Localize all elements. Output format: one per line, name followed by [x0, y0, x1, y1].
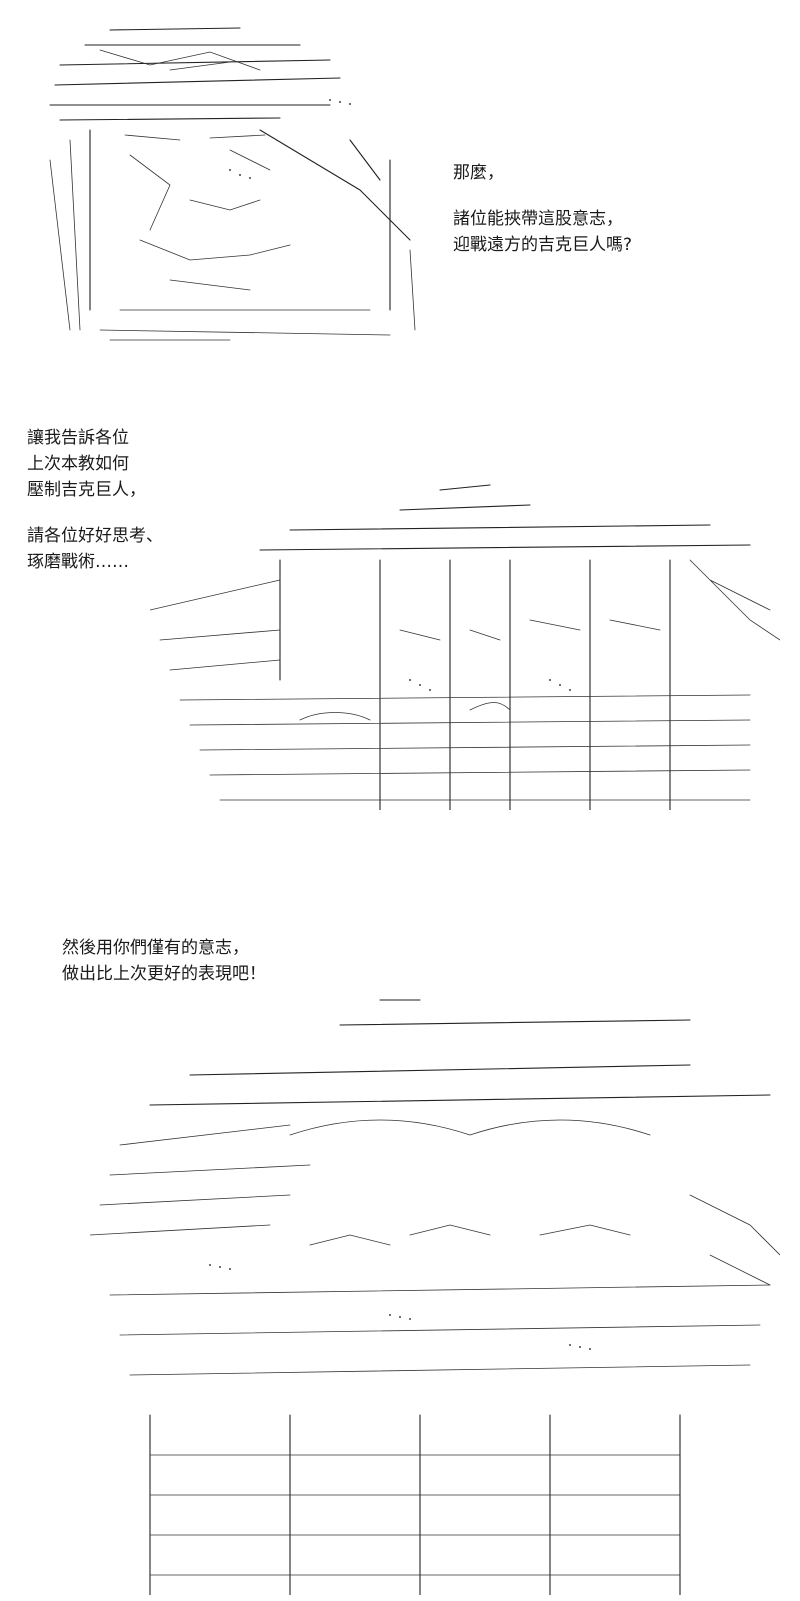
panel-3: 然後用你們僅有的意志， 做出比上次更好的表現吧！	[0, 920, 800, 1601]
panel-1: 那麼， 諸位能挾帶這股意志， 迎戰遠方的吉克巨人嗎?	[0, 0, 800, 400]
caption-line: 然後用你們僅有的意志，	[62, 938, 249, 958]
caption-2: 讓我告訴各位 上次本教如何 壓制吉克巨人， 請各位好好思考、 琢磨戰術……	[27, 425, 163, 575]
caption-gap	[453, 186, 632, 206]
panel-2: 讓我告訴各位 上次本教如何 壓制吉克巨人， 請各位好好思考、 琢磨戰術……	[0, 400, 800, 840]
caption-line: 諸位能挾帶這股意志，	[453, 209, 623, 229]
caption-line: 上次本教如何	[27, 454, 129, 474]
caption-line: 迎戰遠方的吉克巨人嗎?	[453, 235, 633, 255]
caption-line: 琢磨戰術……	[27, 552, 129, 572]
caption-line: 做出比上次更好的表現吧！	[62, 964, 266, 984]
ascii-art-crowd	[90, 995, 780, 1595]
ascii-art-structure	[150, 480, 780, 810]
ascii-art-figure-1	[30, 10, 420, 350]
caption-gap	[27, 503, 163, 523]
caption-1: 那麼， 諸位能挾帶這股意志， 迎戰遠方的吉克巨人嗎?	[453, 160, 632, 258]
caption-3: 然後用你們僅有的意志， 做出比上次更好的表現吧！	[62, 935, 266, 987]
caption-line: 那麼，	[453, 163, 504, 183]
caption-line: 請各位好好思考、	[27, 526, 163, 546]
caption-line: 壓制吉克巨人，	[27, 480, 146, 500]
caption-line: 讓我告訴各位	[27, 428, 129, 448]
